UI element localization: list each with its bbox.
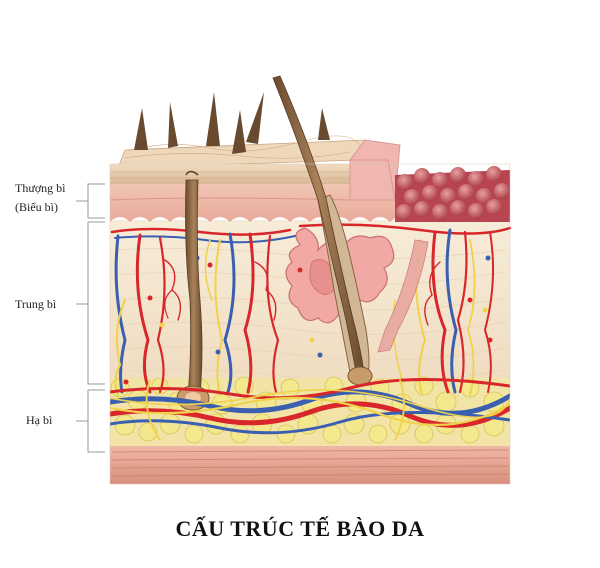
dermis-cells [123, 255, 493, 385]
arrector-pili-muscle [377, 239, 429, 353]
dermis-bracket [87, 221, 105, 385]
muscle-layer [110, 446, 510, 484]
hypodermis-label: Hạ bì [26, 413, 53, 427]
epidermis-label-alt: (Biểu bì) [15, 200, 58, 214]
block-outline [109, 163, 511, 485]
hypodermis-bracket [87, 389, 105, 453]
epidermis-label: Thượng bì [15, 181, 66, 195]
pore-column [349, 139, 401, 201]
dermis-label: Trung bì [15, 297, 57, 311]
surface-hairs [134, 92, 330, 154]
diagram-title: CẤU TRÚC TẾ BÀO DA [175, 516, 425, 541]
hypodermis-vessels [110, 377, 510, 441]
hair-follicle-right [272, 75, 373, 386]
bumpy-cell-surface [395, 166, 510, 222]
epidermis-bracket [87, 183, 105, 219]
layer-brackets [76, 183, 105, 453]
